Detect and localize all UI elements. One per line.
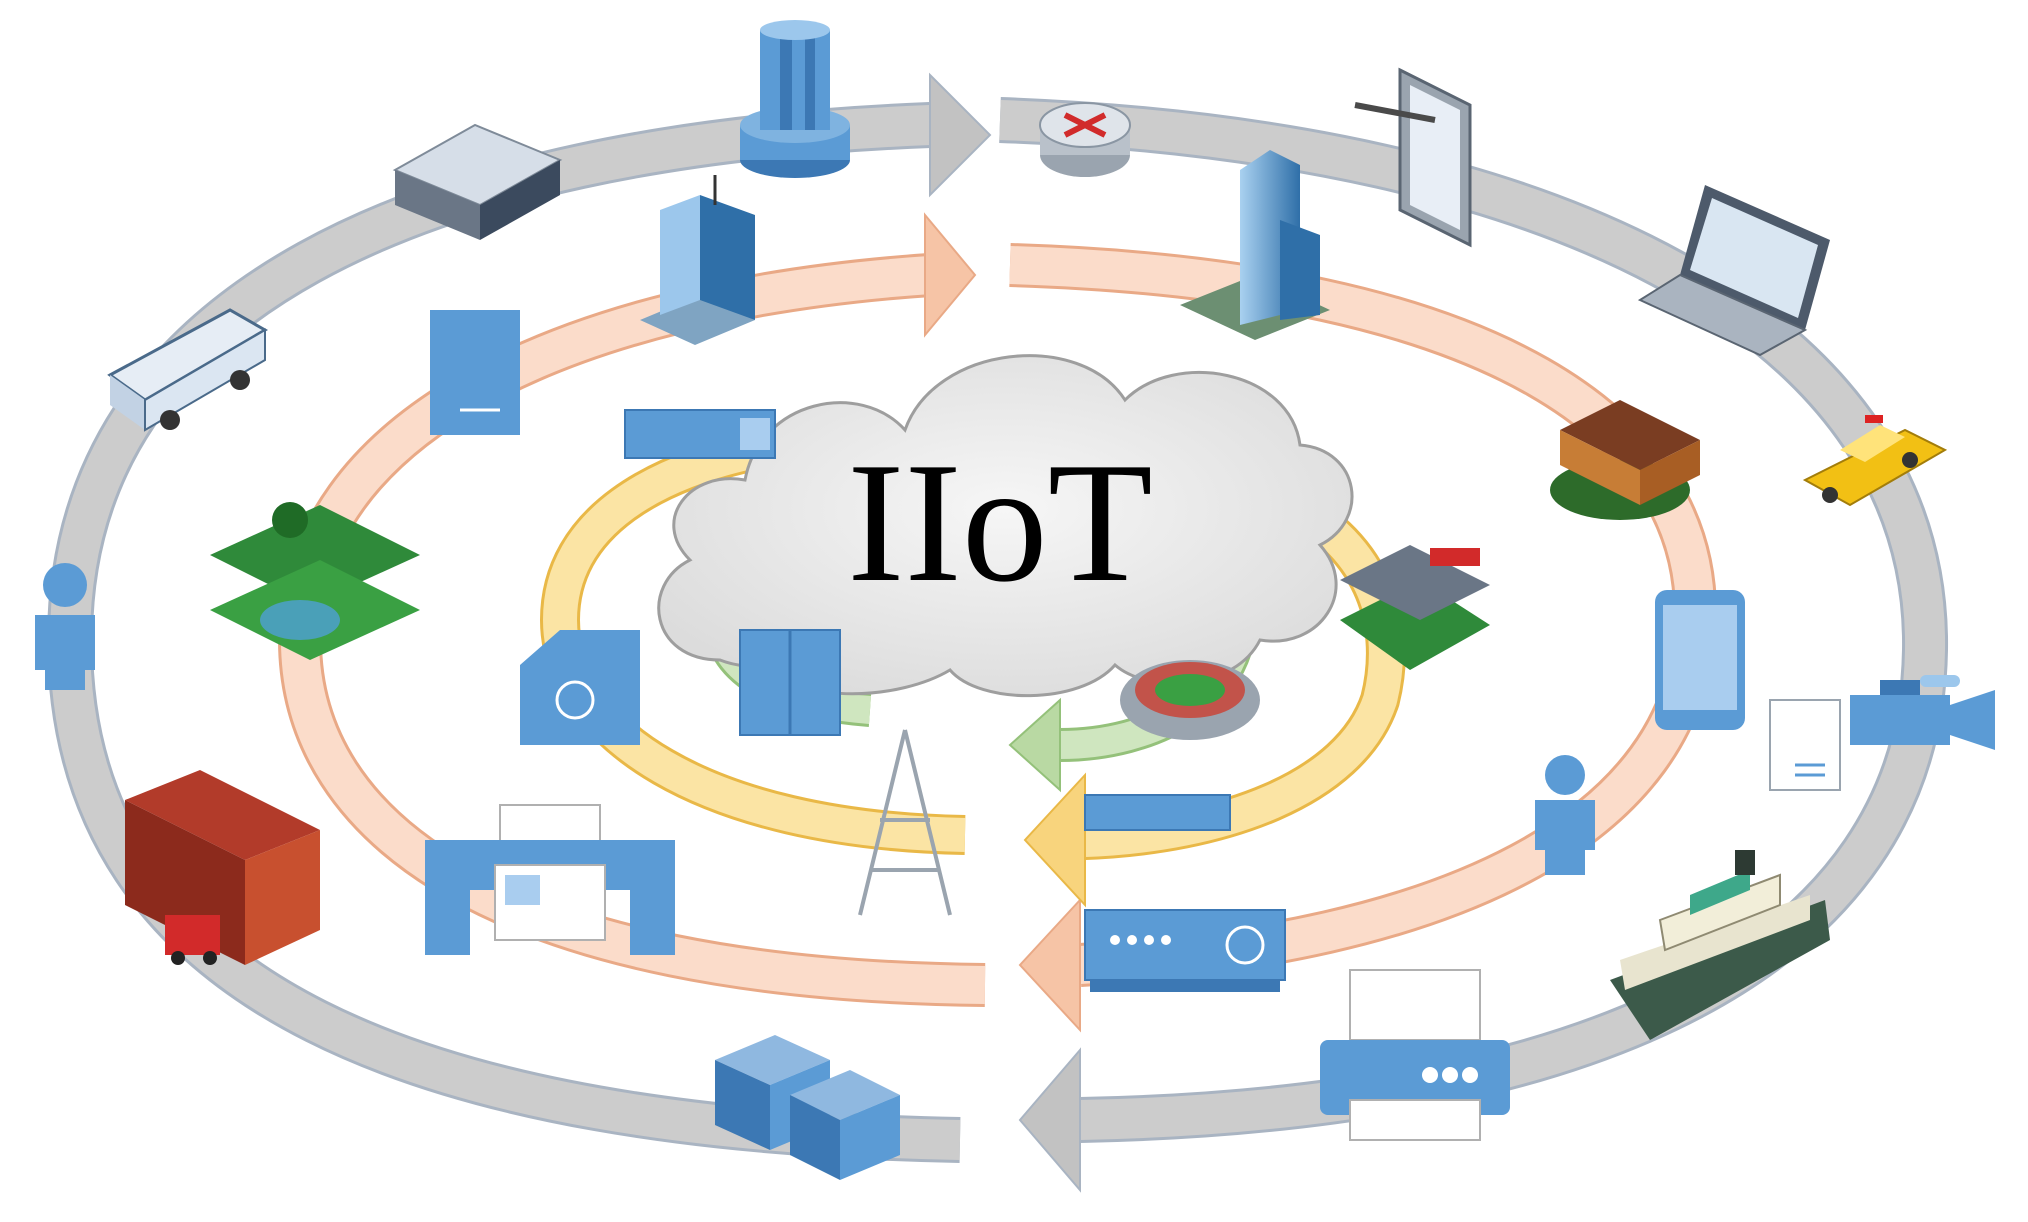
file-server-icon [430,310,520,435]
fire-station-icon [125,770,320,965]
server-rack-icon [715,1035,900,1180]
large-printer-icon [425,804,675,955]
web-server-icon [1084,909,1286,992]
rack-server-icon [739,629,841,736]
taxi-icon [1802,415,1948,507]
laptop-icon [1637,185,1830,357]
network-switch-icon [624,409,776,459]
tablet-pen-icon [1354,67,1472,248]
network-switch-icon [1084,794,1231,831]
person-icon [1535,755,1595,875]
stadium-icon [1120,660,1260,740]
video-camera-icon [1850,675,1995,750]
smartphone-icon [1655,590,1745,730]
ferry-icon [1610,850,1830,1040]
radio-tower-icon [858,729,952,916]
server-tower-icon [740,20,850,178]
office-building-icon [640,175,755,345]
person-icon [35,563,95,690]
document-server-icon [1769,699,1841,791]
network-appliance-icon [392,123,563,240]
printer-icon [1320,969,1510,1141]
bus-icon [107,308,268,432]
diagram-title: IIoT [847,428,1153,618]
school-building-icon [1550,400,1700,520]
mall-building-icon [1340,545,1490,670]
iiot-cloud [657,354,1354,698]
park-icon [210,502,420,660]
cube-device-icon [520,630,640,745]
skyscraper-icon [1180,150,1330,340]
router-icon [1039,102,1131,177]
